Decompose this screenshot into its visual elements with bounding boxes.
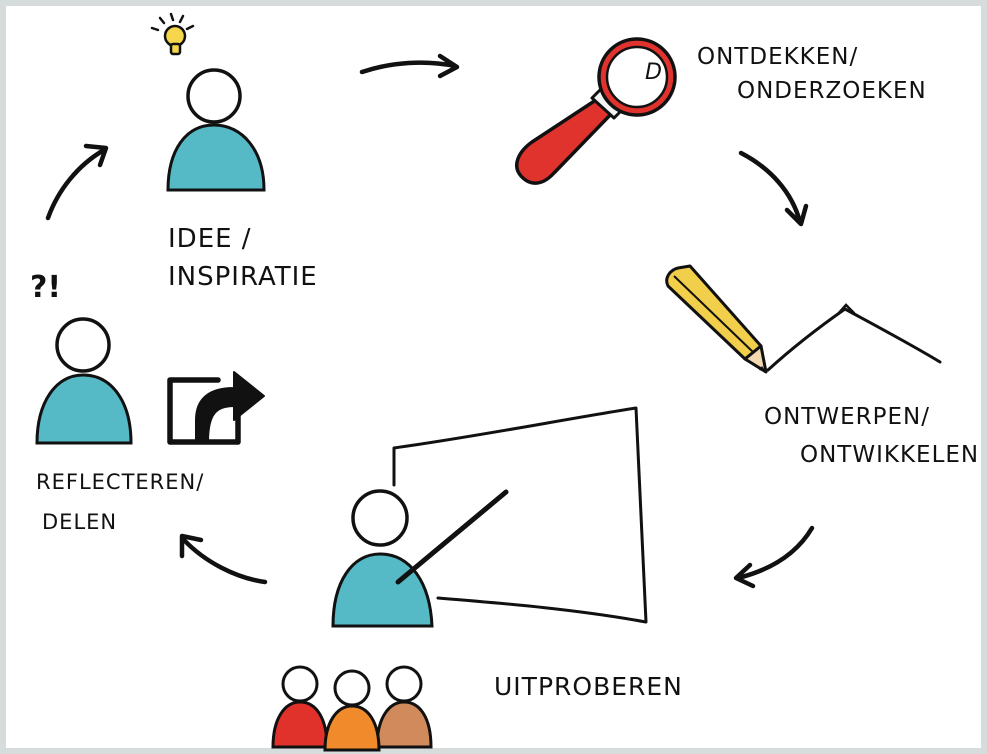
presentation-board-icon: [392, 406, 648, 624]
arrow-reflecteren-to-idee: [45, 143, 109, 221]
share-icon: [167, 371, 265, 445]
label-line: REFLECTEREN/: [36, 470, 205, 494]
label-line: ONTWIKKELEN: [800, 442, 980, 468]
label-line: UITPROBEREN: [494, 672, 683, 701]
label-line: IDEE /: [168, 224, 252, 254]
label-line: ONDERZOEKEN: [737, 78, 927, 104]
drawn-roof-line: [766, 307, 942, 372]
reflecting-person-figure: [35, 317, 133, 445]
arrow-uitproberen-to-reflecteren: [179, 533, 268, 585]
lightbulb-icon: [150, 12, 195, 56]
arrow-ontwerpen-to-uitproberen: [733, 525, 815, 589]
arrow-ontdekken-to-ontwerpen: [738, 150, 809, 227]
audience-figures: [271, 665, 433, 752]
presenter-figure: [331, 489, 509, 628]
label-ontwerpen-ontwikkelen: ONTWERPEN/ ONTWIKKELEN: [764, 398, 979, 474]
label-line: INSPIRATIE: [168, 262, 318, 292]
label-line: ONTDEKKEN/: [697, 44, 859, 70]
label-line: DELEN: [42, 510, 118, 534]
label-line: ONTWERPEN/: [764, 404, 930, 430]
label-uitproberen: UITPROBEREN: [494, 668, 683, 706]
question-exclamation-mark: ?!: [30, 270, 62, 305]
pencil-icon: [665, 264, 768, 374]
arrow-idee-to-ontdekken: [359, 53, 460, 79]
label-reflecteren-delen: REFLECTEREN/ DELEN: [36, 462, 204, 542]
magnifying-glass-icon: [515, 37, 677, 185]
label-ontdekken-onderzoeken: ONTDEKKEN/ ONDERZOEKEN: [697, 40, 927, 108]
lens-letter: D: [645, 60, 662, 85]
label-idee-inspiratie: IDEE / INSPIRATIE: [168, 220, 318, 296]
idea-person-figure: [166, 68, 266, 192]
